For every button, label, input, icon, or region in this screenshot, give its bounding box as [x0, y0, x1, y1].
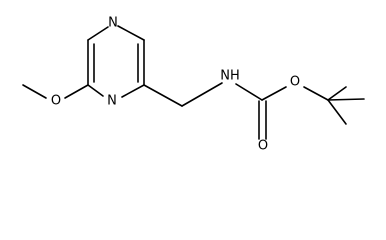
bond-carbonyl-ester — [261, 86, 287, 101]
bond-ester-tbu — [303, 86, 329, 101]
bond-ring-6 — [87, 26, 109, 41]
bond-ch2-2 — [181, 82, 223, 107]
chemical-structure: N N O NH O O — [22, 16, 365, 154]
atom-label-amide-nh: NH — [220, 69, 240, 84]
bond-nh-carbonyl — [235, 83, 263, 101]
bond-ring-4 — [87, 84, 104, 97]
atom-label-carbonyl-o: O — [258, 139, 268, 154]
atom-label-ring-n-bottom: N — [107, 94, 117, 109]
atom-label-ester-o: O — [290, 75, 300, 90]
bond-ch2-1 — [143, 84, 183, 107]
bond-tbu-1 — [327, 86, 347, 101]
atom-label-methoxy-o: O — [51, 94, 61, 109]
bond-tbu-2 — [327, 98, 365, 101]
bond-ring-1 — [117, 25, 145, 41]
atom-label-ring-n-top: N — [108, 16, 118, 31]
bond-tbu-3 — [327, 99, 347, 125]
bond-methoxy-1 — [64, 84, 89, 99]
bond-methoxy-2 — [22, 84, 47, 99]
bond-ring-3 — [121, 84, 145, 98]
